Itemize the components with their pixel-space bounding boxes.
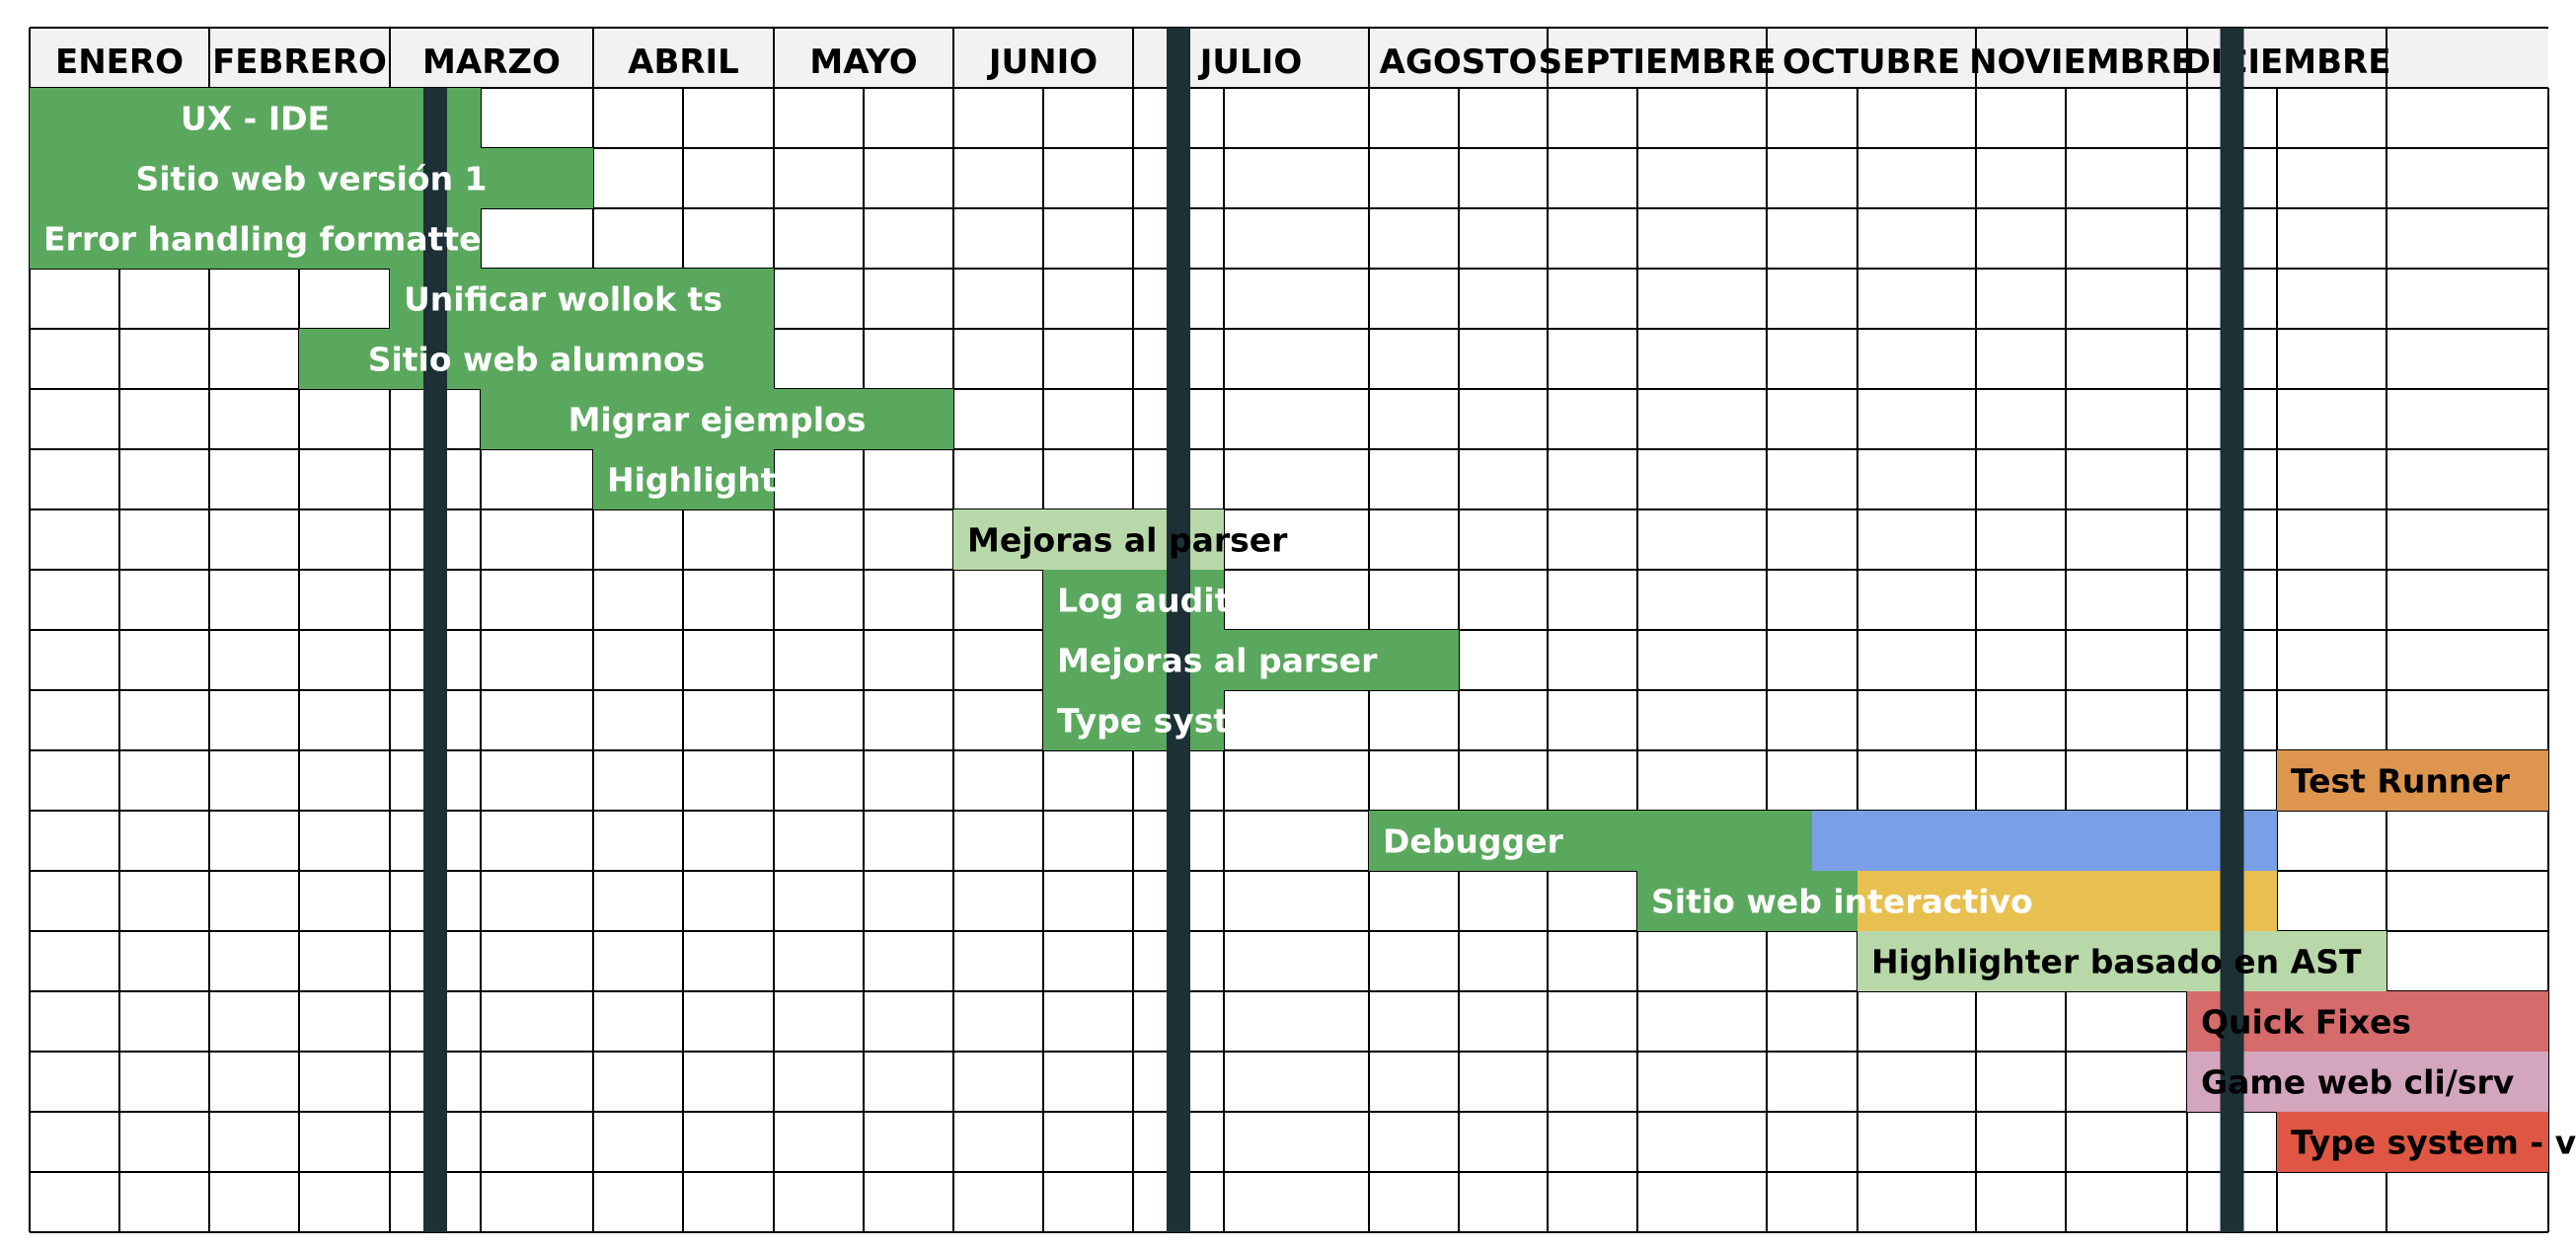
month-label-sep: SEPTIEMBRE — [1539, 42, 1777, 82]
milestone-header-marker — [1167, 28, 1190, 88]
task-label-row-9: Mejoras al parser — [1057, 642, 1378, 680]
task-bar-row-4 — [299, 329, 774, 389]
task-bar-row-10 — [1043, 690, 1224, 750]
month-header: ENERO FEBRERO MARZO ABRIL MAYO JUNIO JULIO AGOS… — [30, 28, 2548, 88]
task-label-row-4: Sitio web alumnos — [368, 341, 706, 379]
task-bar-row-3 — [390, 269, 774, 329]
task-label-row-1: Sitio web versión 1 — [135, 160, 487, 198]
task-bar-row-17 — [2277, 1112, 2548, 1172]
task-label-row-3: Unificar wollok ts — [404, 280, 722, 319]
month-label-may: MAYO — [809, 42, 917, 82]
task-label-row-11: Test Runner — [2291, 762, 2511, 801]
task-labels: UX - IDE Sitio web versión 1 Error handlin… — [43, 100, 2576, 1162]
task-bar-row-2 — [30, 208, 481, 269]
milestone-marker-3 — [2220, 88, 2244, 1232]
task-bar-row-15 — [2187, 991, 2548, 1052]
task-bars — [30, 88, 2548, 1172]
month-label-oct: OCTUBRE — [1782, 42, 1960, 82]
task-label-row-0: UX - IDE — [181, 100, 330, 138]
task-bar-row-8 — [1043, 570, 1224, 630]
header-band — [30, 28, 2548, 88]
task-bar-row-6 — [593, 449, 774, 509]
task-label-row-16: Game web cli/srv — [2201, 1063, 2515, 1102]
task-bar-row-9 — [1043, 630, 1459, 690]
task-label-row-6: Highlighte — [607, 461, 798, 500]
task-bar-row-16 — [2187, 1052, 2548, 1112]
task-bar-row-14 — [1857, 931, 2387, 991]
month-label-abr: ABRIL — [628, 42, 739, 82]
month-label-nov: NOVIEMBRE — [1969, 42, 2194, 82]
milestone-marker-1 — [423, 88, 447, 1232]
task-bar-row-12 — [1369, 811, 1812, 871]
task-label-row-8: Log audit — [1057, 582, 1231, 620]
task-bar-row-0 — [30, 88, 481, 148]
task-label-row-2: Error handling formatter — [43, 220, 498, 259]
month-label-jul: JULIO — [1198, 42, 1302, 82]
task-bar-row-13 — [1637, 871, 1857, 931]
month-label-jun: JUNIO — [987, 42, 1098, 82]
task-label-row-13: Sitio web interactivo — [1651, 883, 2033, 921]
task-label-row-5: Migrar ejemplos — [568, 401, 867, 439]
month-label-dic: DICIEMBRE — [2183, 42, 2391, 82]
task-bar-row-1 — [30, 148, 593, 208]
task-label-row-12: Debugger — [1383, 822, 1564, 861]
task-label-row-17: Type system - v2 — [2291, 1124, 2576, 1162]
month-label-ene: ENERO — [55, 42, 184, 82]
month-label-mar: MARZO — [422, 42, 561, 82]
milestone-marker-2 — [1167, 88, 1190, 1232]
month-label-feb: FEBRERO — [212, 42, 387, 82]
task-bar-row-13 — [1857, 871, 2277, 931]
milestone-header-marker — [2220, 28, 2244, 88]
task-bar-row-5 — [481, 389, 953, 449]
task-label-row-7: Mejoras al parser — [967, 521, 1288, 560]
month-label-ago: AGOSTO — [1380, 42, 1538, 82]
task-label-row-10: Type system - v1 — [1057, 702, 1365, 741]
task-label-row-15: Quick Fixes — [2201, 1003, 2411, 1042]
task-bar-row-11 — [2277, 750, 2548, 811]
milestones — [423, 28, 2244, 1232]
task-bar-row-12 — [1812, 811, 2277, 871]
task-label-row-14: Highlighter basado en AST — [1871, 943, 2362, 981]
